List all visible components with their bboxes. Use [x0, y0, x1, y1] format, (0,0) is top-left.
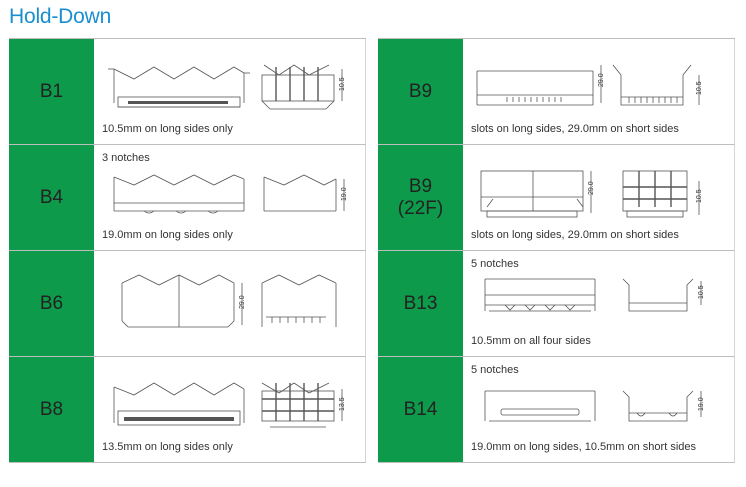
hold-down-table-left: B1: [9, 38, 366, 463]
description: 13.5mm on long sides only: [102, 441, 233, 453]
description: 19.0mm on long sides only: [102, 229, 233, 241]
description: slots on long sides, 29.0mm on short sid…: [471, 229, 679, 241]
description: 10.5mm on long sides only: [102, 123, 233, 135]
code-label: B9: [378, 39, 463, 144]
b1-drawing: 10.5: [104, 61, 354, 117]
b9-22f-drawing: 29.0 10.5: [473, 167, 723, 223]
hold-down-row-b1: B1: [9, 39, 366, 145]
hold-down-row-b4: B4 3 notches 19.0 19: [9, 145, 366, 251]
page-title: Hold-Down: [9, 5, 112, 28]
hold-down-row-b13: B13 5 notches 10.5 10.5mm on al: [378, 251, 735, 357]
drawing-cell: 5 notches 19.0 19.0mm on long sides, 10.…: [463, 357, 734, 462]
dimension-label: 10.5: [696, 189, 703, 203]
note: 5 notches: [471, 258, 519, 270]
hold-down-table-right: B9 29.0 10.5 slo: [378, 38, 735, 463]
code-label: B6: [9, 251, 94, 356]
code-label: B4: [9, 145, 94, 250]
dimension-label: 10.5: [698, 285, 705, 299]
dimension-label: 19.0: [341, 187, 348, 201]
drawing-cell: 29.0: [94, 251, 365, 356]
drawing-cell: 29.0 10.5 slots on long sides, 29.0mm on…: [463, 145, 734, 250]
b4-drawing: 19.0: [104, 167, 354, 223]
dimension-label: 19.0: [698, 397, 705, 411]
b9-drawing: 29.0 10.5: [473, 61, 723, 117]
drawing-cell: 5 notches 10.5 10.5mm on all four sides: [463, 251, 734, 356]
dimension-label: 13.5: [339, 397, 346, 411]
note: 3 notches: [102, 152, 150, 164]
drawing-cell: 3 notches 19.0 19.0mm on long s: [94, 145, 365, 250]
hold-down-row-b9: B9 29.0 10.5 slo: [378, 39, 735, 145]
dimension-label: 29.0: [598, 73, 605, 87]
dimension-label: 10.5: [696, 81, 703, 95]
dimension-label: 29.0: [239, 295, 246, 309]
hold-down-row-b8: B8 1: [9, 357, 366, 463]
dimension-label: 10.5: [339, 77, 346, 91]
code-label: B9(22F): [378, 145, 463, 250]
note: 5 notches: [471, 364, 519, 376]
b14-drawing: 19.0: [473, 379, 723, 435]
description: 19.0mm on long sides, 10.5mm on short si…: [471, 441, 697, 453]
code-label: B1: [9, 39, 94, 144]
b6-drawing: 29.0: [104, 269, 354, 333]
dimension-label: 29.0: [588, 181, 595, 195]
hold-down-row-b9-22f: B9(22F) 29.0: [378, 145, 735, 251]
drawing-cell: 10.5 10.5mm on long sides only: [94, 39, 365, 144]
code-label: B8: [9, 357, 94, 462]
hold-down-row-b6: B6 29.0: [9, 251, 366, 357]
description: slots on long sides, 29.0mm on short sid…: [471, 123, 679, 135]
code-label: B14: [378, 357, 463, 462]
hold-down-row-b14: B14 5 notches 19.0 19.0mm on long sides,…: [378, 357, 735, 463]
code-label: B13: [378, 251, 463, 356]
drawing-cell: 29.0 10.5 slots on long sides, 29.0mm on…: [463, 39, 734, 144]
b8-drawing: 13.5: [104, 379, 354, 435]
b13-drawing: 10.5: [473, 273, 723, 329]
description: 10.5mm on all four sides: [471, 335, 591, 347]
drawing-cell: 13.5 13.5mm on long sides only: [94, 357, 365, 462]
